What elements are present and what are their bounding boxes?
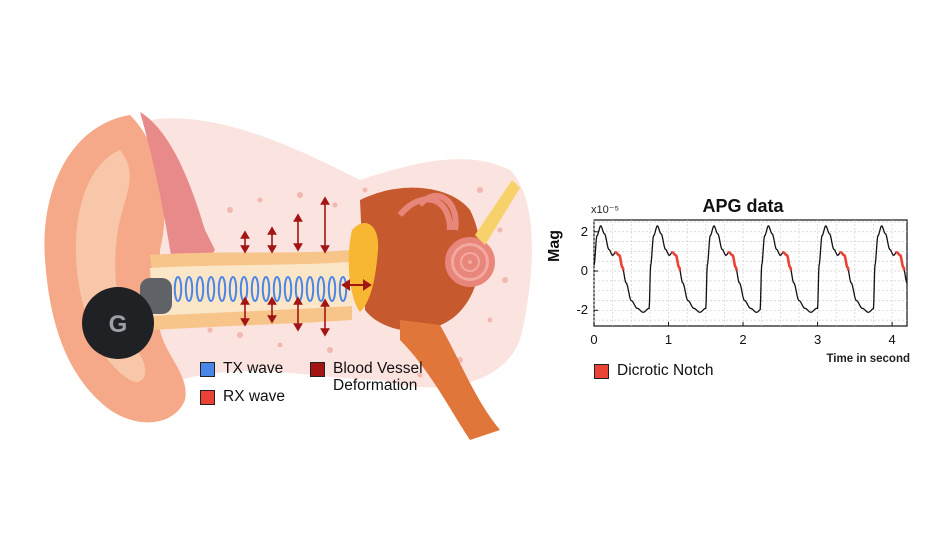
- vessel-arrow: [240, 230, 250, 254]
- vessel-arrow: [267, 226, 277, 254]
- legend-dicrotic-notch: Dicrotic Notch: [594, 362, 713, 379]
- tx-wave-pattern: [173, 276, 348, 302]
- vessel-swatch: [310, 362, 325, 377]
- tx-wave-ring: [206, 276, 216, 302]
- ear-anatomy-illustration: G: [44, 112, 532, 440]
- rx-swatch: [200, 390, 215, 405]
- tx-wave-ring: [338, 276, 348, 302]
- legend-vessel-label: Blood Vessel Deformation: [333, 360, 463, 394]
- tx-wave-ring: [283, 276, 293, 302]
- tx-wave-ring: [327, 276, 337, 302]
- y-scale-exponent: x10⁻⁵: [591, 204, 620, 216]
- tx-wave-ring: [217, 276, 227, 302]
- legend-notch-label: Dicrotic Notch: [617, 362, 714, 379]
- x-tick-label: 1: [664, 332, 673, 347]
- apg-signal-line: [593, 225, 908, 313]
- legend-rx-label: RX wave: [223, 388, 286, 405]
- earbud-body: [82, 287, 154, 359]
- chart-series: [593, 225, 908, 313]
- y-tick-label: -2: [576, 302, 588, 318]
- tx-wave-ring: [305, 276, 315, 302]
- vessel-arrow: [293, 296, 303, 332]
- ear-canal-lower-wall: [152, 306, 352, 330]
- tx-swatch: [200, 362, 215, 377]
- earbud-logo: G: [109, 311, 128, 338]
- y-tick-label: 2: [580, 223, 588, 239]
- dicrotic-notch-segment: [839, 251, 850, 271]
- tx-wave-ring: [184, 276, 194, 302]
- eardrum-vibration-arrow: [341, 279, 372, 291]
- dicrotic-notch-segment: [727, 251, 738, 271]
- dicrotic-notch-segment: [894, 251, 906, 271]
- legend-tx-label: TX wave: [223, 360, 284, 377]
- x-axis-label: Time in second: [826, 353, 910, 365]
- apg-chart: [593, 219, 908, 327]
- y-tick-label: 0: [580, 263, 588, 279]
- tx-wave-ring: [173, 276, 183, 302]
- legend-vessel-line1: Blood Vessel: [333, 360, 423, 377]
- chart-grid: [593, 220, 907, 326]
- y-axis-label: Mag: [546, 230, 563, 262]
- legend-vessel: Blood Vessel Deformation: [310, 360, 463, 394]
- cochlea: [397, 192, 495, 287]
- legend-vessel-line2: Deformation: [333, 377, 418, 394]
- vessel-arrow: [267, 296, 277, 324]
- x-tick-label: 0: [590, 332, 598, 347]
- blood-vessel-deformation-arrows: [240, 196, 330, 337]
- tx-wave-ring: [272, 276, 282, 302]
- dicrotic-notch-segment: [613, 251, 625, 271]
- chart-title: APG data: [702, 196, 784, 216]
- tx-wave-ring: [316, 276, 326, 302]
- dicrotic-notch-segment: [670, 251, 682, 271]
- x-tick-label: 2: [739, 332, 747, 347]
- tx-wave-ring: [250, 276, 260, 302]
- legend-rx: RX wave: [200, 388, 285, 405]
- dicrotic-notch-segment: [781, 251, 793, 271]
- tx-wave-ring: [228, 276, 238, 302]
- eustachian-tube: [400, 320, 500, 440]
- vessel-arrow: [240, 296, 250, 327]
- vessel-arrow: [320, 196, 330, 254]
- vessel-arrow: [320, 298, 330, 337]
- earbud: G: [82, 278, 172, 359]
- notch-swatch: [594, 364, 609, 379]
- legend-tx: TX wave: [200, 360, 283, 377]
- tx-wave-ring: [261, 276, 271, 302]
- auditory-nerve: [475, 180, 520, 245]
- vessel-arrow: [293, 213, 303, 252]
- x-tick-label: 4: [888, 332, 896, 347]
- eardrum-ossicles: [348, 222, 379, 312]
- tx-wave-ring: [195, 276, 205, 302]
- x-tick-label: 3: [813, 332, 822, 347]
